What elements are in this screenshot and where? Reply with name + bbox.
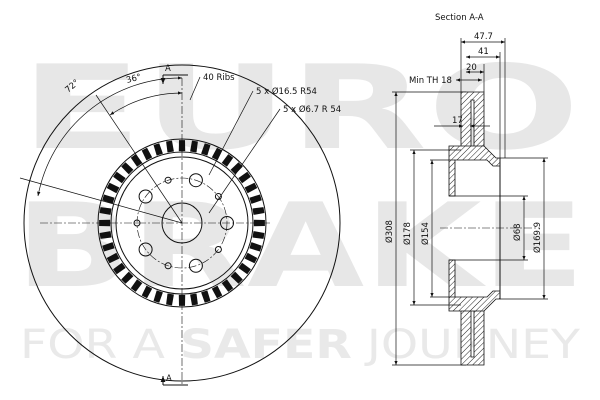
angle-arc-36: [109, 91, 183, 116]
large-hole: [188, 173, 203, 188]
section-mark-top: A: [165, 64, 171, 74]
dim-41-label: 41: [478, 47, 489, 57]
ribs-label: 40 Ribs: [203, 73, 235, 83]
small-holes-label: 5 x Ø6.7 R 54: [283, 104, 341, 115]
rib: [190, 140, 198, 153]
ribs-leader: [189, 76, 201, 101]
dim-178-label: Ø178: [402, 222, 413, 245]
rib: [238, 171, 251, 184]
small-hole: [214, 246, 222, 253]
large-holes-leader: [208, 90, 254, 176]
rib: [249, 242, 262, 252]
min-th-label: Min TH 18: [409, 76, 452, 86]
dim-17-label: 17: [452, 116, 463, 126]
rib: [102, 194, 115, 204]
section-view: Section A-A 47.7 41 20 Min TH 18: [384, 13, 548, 366]
disc-outer-edge: [23, 64, 341, 382]
watermark-tagline: FOR A SAFER JOURNEY: [20, 322, 581, 368]
dim-68-label: Ø68: [512, 223, 523, 241]
rib: [99, 219, 111, 227]
rib: [211, 285, 223, 299]
rib: [166, 293, 174, 306]
rib: [113, 262, 126, 275]
tagline-part-1: FOR A: [20, 322, 180, 368]
rib: [201, 290, 211, 303]
dim-20-label: 20: [466, 63, 477, 73]
section-title: Section A-A: [435, 13, 484, 23]
dim-154-label: Ø154: [420, 222, 431, 245]
rib: [252, 207, 265, 215]
front-view: 72° 36° A A 40 Ribs 5 x Ø16.5 R54 5 x Ø6…: [19, 64, 341, 386]
angle-36-label: 36°: [125, 72, 142, 86]
min-th-value: 18: [441, 76, 452, 86]
small-hole: [164, 262, 172, 270]
rib: [221, 154, 234, 167]
rib: [244, 252, 258, 264]
rib: [121, 271, 134, 284]
rib: [238, 262, 251, 275]
large-holes-label: 5 x Ø16.5 R54: [256, 86, 317, 97]
rib: [99, 207, 112, 215]
rib: [211, 147, 223, 161]
rib: [141, 285, 153, 299]
dim-169-label: Ø169.9: [532, 222, 543, 253]
small-holes-leader: [208, 108, 281, 214]
min-th-text: Min TH: [409, 76, 438, 86]
dim-47-label: 47.7: [474, 32, 493, 42]
rib: [252, 231, 265, 239]
rib: [130, 279, 143, 292]
rib: [244, 182, 258, 194]
rib: [178, 294, 186, 306]
large-hole: [188, 258, 203, 273]
rib: [102, 242, 115, 252]
rib: [221, 279, 234, 292]
rib: [230, 162, 243, 175]
rib: [249, 194, 262, 204]
angle-arc-72: [37, 76, 183, 197]
tagline-part-2: SAFER: [180, 322, 352, 368]
dim-308-label: Ø308: [384, 220, 395, 243]
rib: [99, 231, 112, 239]
large-hole: [138, 242, 153, 257]
rib: [230, 271, 243, 284]
section-mark-bottom: A: [166, 374, 172, 384]
rib: [153, 290, 163, 303]
rib: [253, 219, 265, 227]
rib: [201, 143, 211, 156]
rib: [190, 293, 198, 306]
rib: [106, 252, 120, 264]
